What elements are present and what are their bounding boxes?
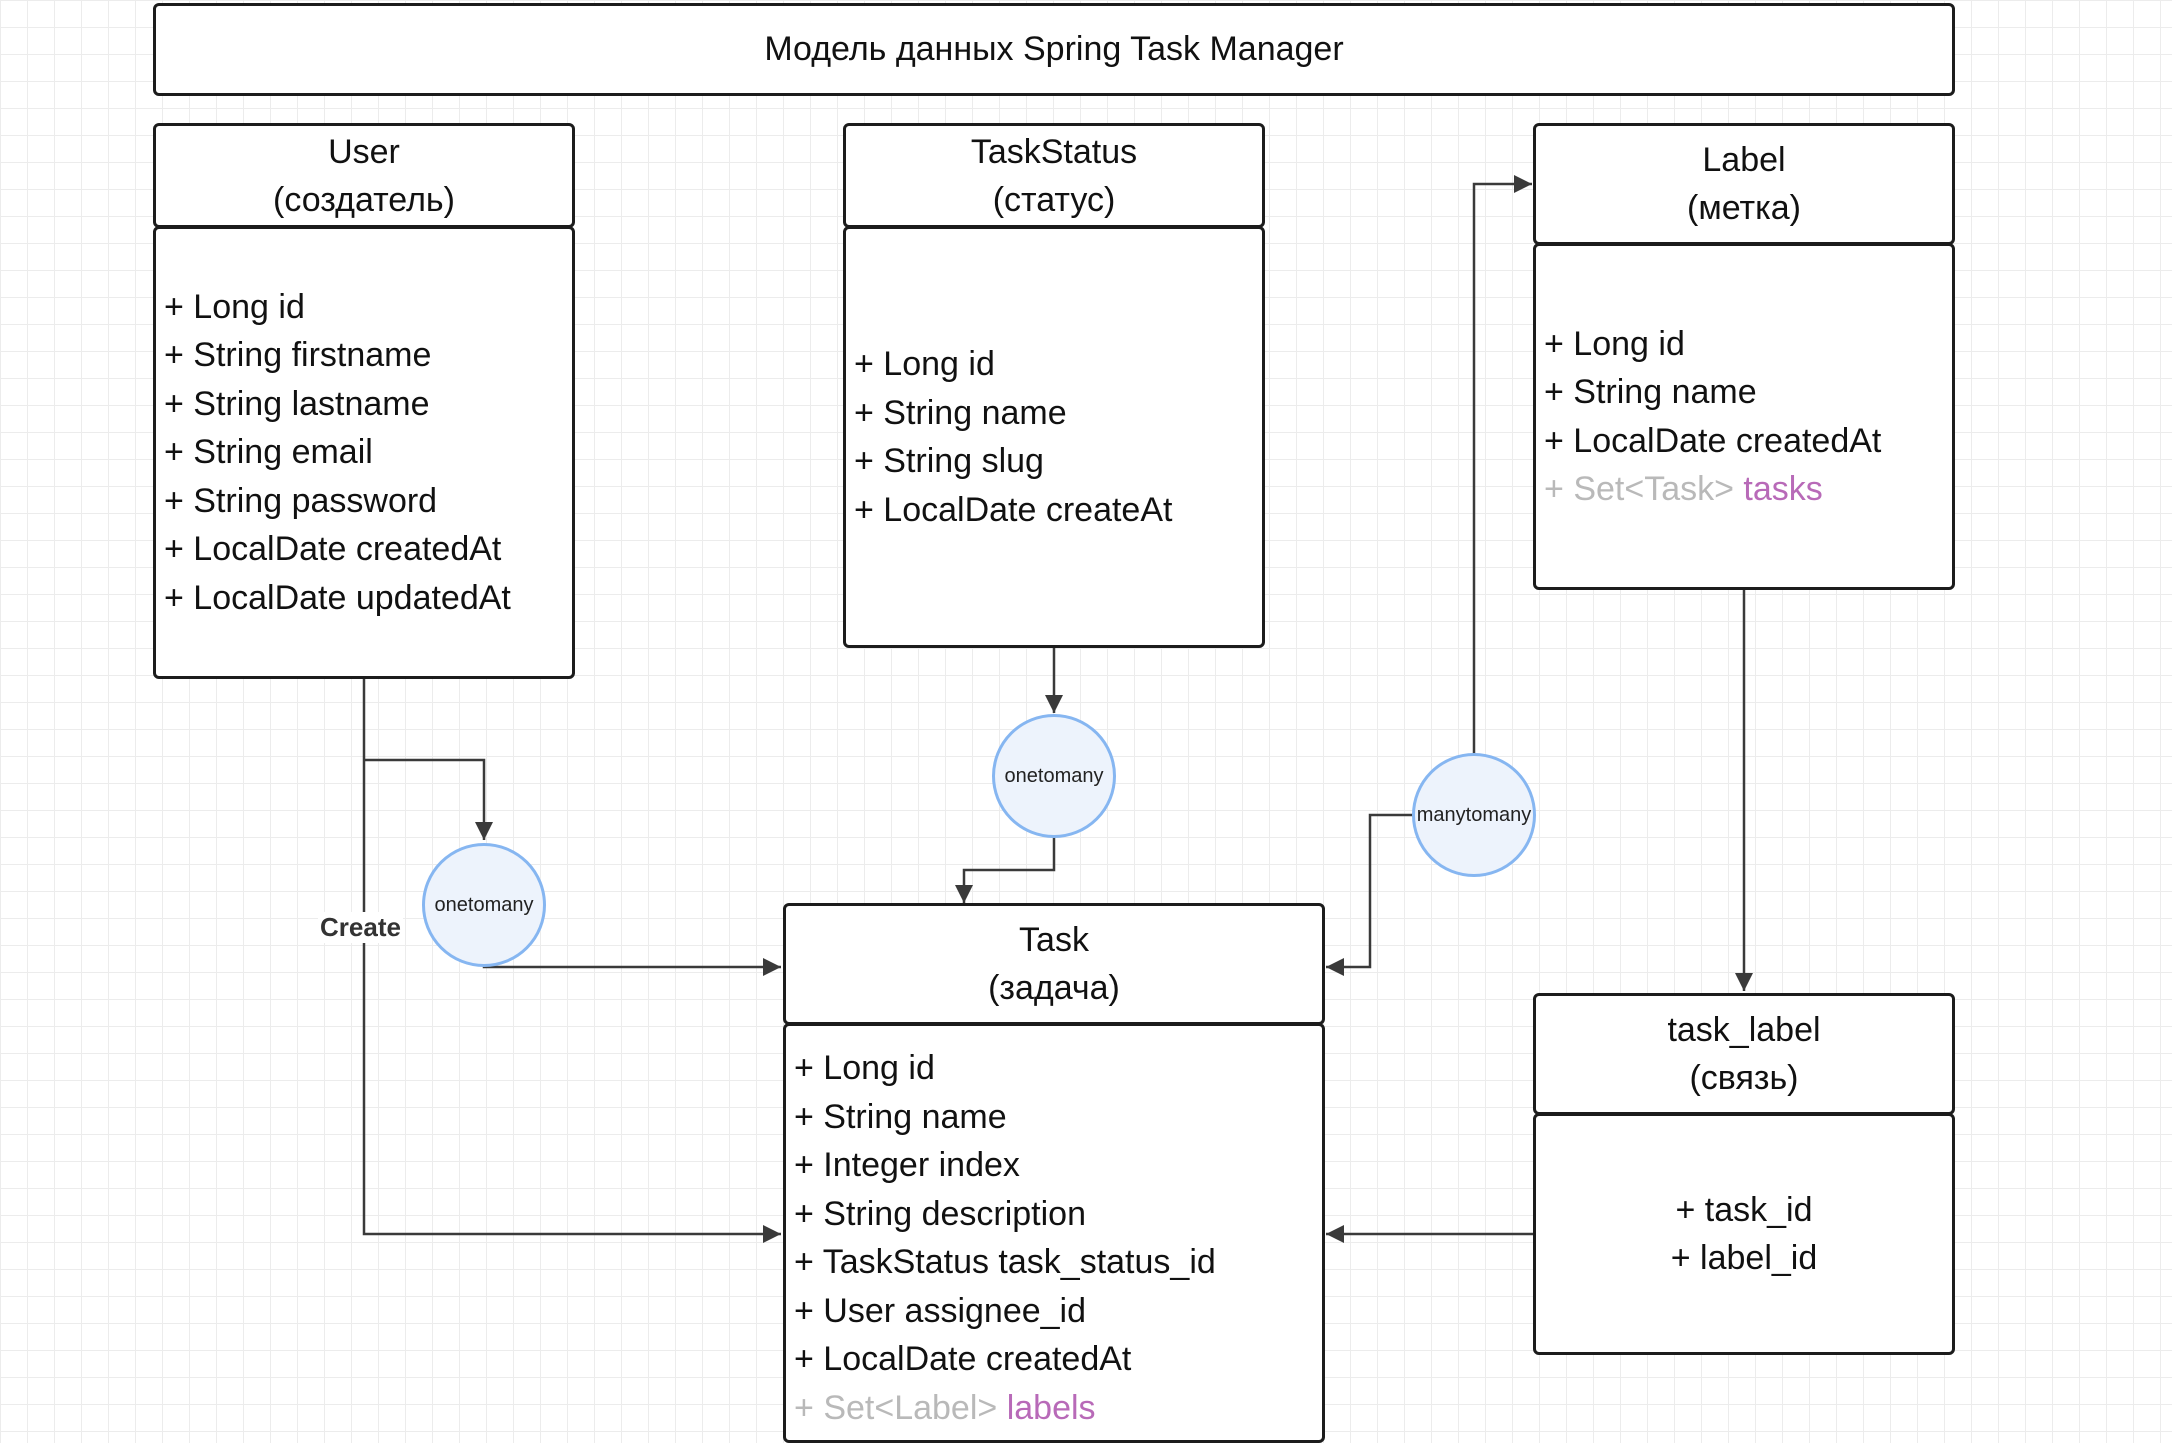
tasklabel-entity-name: task_label [1667,1011,1821,1049]
task-field-description: + String description [794,1194,1086,1233]
user-field-firstname: + String firstname [164,336,432,375]
task-entity-subtitle: (задача) [988,969,1120,1007]
create-edge-label: Create [318,912,403,943]
diagram-title-box: Модель данных Spring Task Manager [153,3,1955,96]
task-entity-name: Task [1019,921,1089,959]
user-entity-header: User (создатель) [153,123,575,228]
label-field-tasks-type: Set<Task> [1573,470,1734,508]
task-field-labels-prefix: + [794,1388,824,1427]
label-entity-subtitle: (метка) [1687,189,1801,227]
connector-onetomany-task [482,958,781,976]
taskstatus-field-createat: + LocalDate createAt [854,490,1173,529]
task-field-assignee-id: + User assignee_id [794,1291,1087,1330]
taskstatus-entity-header: TaskStatus (статус) [843,123,1265,228]
user-entity-subtitle: (создатель) [273,180,455,219]
diagram-title: Модель данных Spring Task Manager [764,30,1344,68]
task-field-name: + String name [794,1097,1007,1136]
connector-user-create-task [362,678,781,1243]
taskstatus-entity-subtitle: (статус) [992,180,1116,219]
label-field-createdat: + LocalDate createdAt [1544,421,1882,460]
task-entity-header: Task (задача) [783,903,1325,1025]
taskstatus-entity-fields: + Long id + String name + String slug + … [843,226,1265,648]
tasklabel-entity-header: task_label (связь) [1533,993,1955,1115]
taskstatus-field-id: + Long id [854,345,995,383]
user-field-email: + String email [164,433,373,472]
task-field-index: + Integer index [794,1146,1020,1184]
tasklabel-entity-fields: + task_id + label_id [1533,1113,1955,1355]
taskstatus-entity-name: TaskStatus [970,132,1138,171]
label-field-name: + String name [1544,373,1757,411]
taskstatus-field-name: + String name [854,393,1067,432]
user-field-password: + String password [164,481,438,520]
relation-status-task-circle: onetomany [992,714,1116,838]
task-field-id: + Long id [794,1049,935,1087]
label-entity-header: Label (метка) [1533,123,1955,245]
connector-user-onetomany [364,758,493,840]
connector-manytomany-task [1326,813,1413,976]
task-field-labels: + Set<Label> labels [794,1384,1322,1433]
task-field-labels-name: labels [1006,1388,1096,1427]
label-field-tasks-prefix: + [1544,470,1574,508]
label-entity-fields: + Long id + String name + LocalDate crea… [1533,243,1955,590]
user-field-updatedat: + LocalDate updatedAt [164,578,511,617]
taskstatus-field-slug: + String slug [854,442,1044,480]
label-field-id: + Long id [1544,324,1685,363]
user-entity-fields: + Long id + String firstname + String la… [153,226,575,679]
task-field-task-status-id: + TaskStatus task_status_id [794,1243,1216,1281]
task-field-createdat: + LocalDate createdAt [794,1340,1132,1378]
tasklabel-entity-subtitle: (связь) [1689,1059,1799,1097]
label-field-tasks: + Set<Task> tasks [1544,465,1952,514]
label-field-tasks-name: tasks [1743,470,1823,508]
user-field-createdat: + LocalDate createdAt [164,530,502,569]
task-field-labels-type: Set<Label> [823,1388,998,1427]
user-field-lastname: + String lastname [164,384,430,423]
connector-onetomany-status-task [955,836,1056,903]
relation-user-task-circle: onetomany [422,843,546,967]
connector-manytomany-label [1472,175,1532,754]
relation-task-label-circle: manytomany [1412,753,1536,877]
user-field-id: + Long id [164,287,305,326]
tasklabel-field-task-id: + task_id [1675,1190,1813,1229]
tasklabel-field-label-id: + label_id [1670,1239,1818,1277]
label-entity-name: Label [1702,141,1786,179]
task-entity-fields: + Long id + String name + Integer index … [783,1023,1325,1443]
user-entity-name: User [328,132,400,171]
